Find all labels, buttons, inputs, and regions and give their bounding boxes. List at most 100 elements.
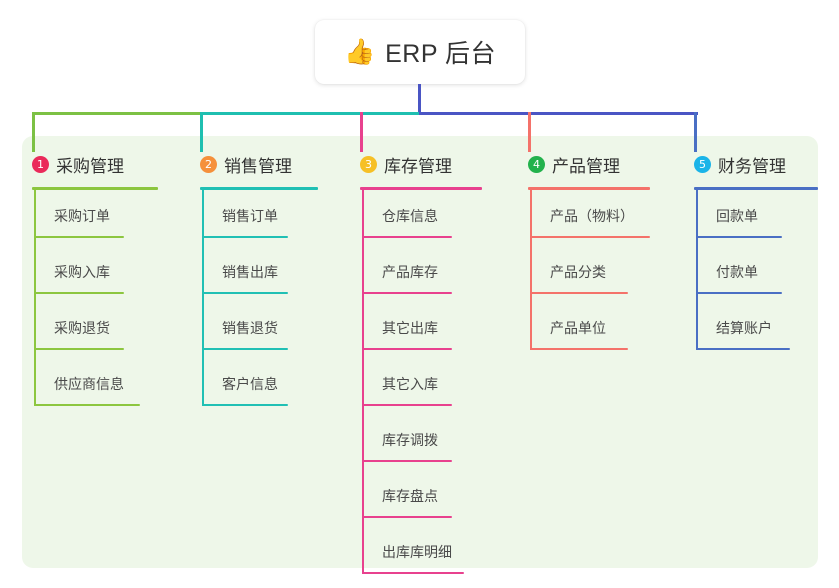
bar-segment-2 (201, 112, 419, 115)
column-spine-line (530, 190, 532, 350)
drop-line-3 (360, 112, 363, 152)
list-item-rule (362, 404, 452, 406)
column-spine-line (34, 190, 36, 406)
list-item-rule (202, 404, 288, 406)
list-item-label: 采购订单 (54, 208, 110, 224)
trunk-line (418, 84, 421, 115)
list-item-label: 销售订单 (222, 208, 278, 224)
column-items: 采购订单采购入库采购退货供应商信息 (22, 190, 192, 414)
list-item-rule (362, 460, 452, 462)
column-title: 库存管理 (384, 156, 452, 176)
list-item-rule (202, 236, 288, 238)
list-item[interactable]: 出库库明细 (350, 526, 520, 582)
column-title: 销售管理 (224, 156, 292, 176)
list-item[interactable]: 采购入库 (22, 246, 192, 302)
list-item-rule (362, 292, 452, 294)
chart-panel (22, 136, 818, 568)
list-item-label: 仓库信息 (382, 208, 438, 224)
list-item-rule (530, 348, 628, 350)
column-items: 回款单付款单结算账户 (684, 190, 818, 358)
list-item[interactable]: 供应商信息 (22, 358, 192, 414)
list-item[interactable]: 库存盘点 (350, 470, 520, 526)
column-title: 财务管理 (718, 156, 786, 176)
number-badge-icon: 4 (528, 155, 545, 173)
list-item-rule (34, 404, 140, 406)
list-item-label: 供应商信息 (54, 376, 124, 392)
column-spine-line (362, 190, 364, 574)
list-item[interactable]: 销售订单 (190, 190, 355, 246)
column-2: 2 销售管理销售订单销售出库销售退货客户信息 (190, 144, 355, 414)
list-item-label: 产品库存 (382, 264, 438, 280)
list-item[interactable]: 产品库存 (350, 246, 520, 302)
list-item-label: 付款单 (716, 264, 758, 280)
list-item-label: 其它入库 (382, 376, 438, 392)
column-items: 销售订单销售出库销售退货客户信息 (190, 190, 355, 414)
list-item-label: 客户信息 (222, 376, 278, 392)
column-header-1[interactable]: 1 采购管理 (22, 144, 192, 190)
column-header-rule (200, 187, 318, 190)
list-item-rule (202, 348, 288, 350)
root-node-card[interactable]: 👍 ERP 后台 (315, 20, 525, 84)
number-badge-icon: 3 (360, 155, 377, 173)
list-item-rule (202, 292, 288, 294)
drop-line-1 (32, 112, 35, 152)
number-badge-icon: 1 (32, 155, 49, 173)
list-item-label: 产品（物料） (550, 208, 634, 224)
bar-segment-1 (33, 112, 201, 115)
column-spine-line (696, 190, 698, 350)
list-item[interactable]: 采购退货 (22, 302, 192, 358)
list-item-rule (34, 236, 124, 238)
list-item[interactable]: 其它入库 (350, 358, 520, 414)
list-item[interactable]: 采购订单 (22, 190, 192, 246)
list-item-label: 产品单位 (550, 320, 606, 336)
list-item-rule (362, 348, 452, 350)
list-item-rule (34, 348, 124, 350)
column-header-3[interactable]: 3 库存管理 (350, 144, 520, 190)
list-item-rule (362, 516, 452, 518)
list-item-label: 销售出库 (222, 264, 278, 280)
list-item[interactable]: 销售出库 (190, 246, 355, 302)
list-item-label: 其它出库 (382, 320, 438, 336)
list-item[interactable]: 产品（物料） (518, 190, 684, 246)
bar-segment-3 (419, 112, 698, 115)
list-item[interactable]: 付款单 (684, 246, 818, 302)
column-header-2[interactable]: 2 销售管理 (190, 144, 355, 190)
column-items: 仓库信息产品库存其它出库其它入库库存调拨库存盘点出库库明细 (350, 190, 520, 582)
column-header-rule (32, 187, 158, 190)
column-items: 产品（物料） 产品分类产品单位 (518, 190, 684, 358)
column-title: 采购管理 (56, 156, 124, 176)
list-item[interactable]: 其它出库 (350, 302, 520, 358)
list-item[interactable]: 结算账户 (684, 302, 818, 358)
number-badge-icon: 2 (200, 155, 217, 173)
column-header-row: 2 销售管理 (190, 144, 355, 184)
column-header-row: 1 采购管理 (22, 144, 192, 184)
list-item[interactable]: 仓库信息 (350, 190, 520, 246)
column-header-rule (528, 187, 650, 190)
list-item-rule (696, 236, 782, 238)
column-header-rule (360, 187, 482, 190)
column-header-5[interactable]: 5 财务管理 (684, 144, 818, 190)
list-item[interactable]: 产品分类 (518, 246, 684, 302)
column-3: 3 库存管理仓库信息产品库存其它出库其它入库库存调拨库存盘点出库库明细 (350, 144, 520, 582)
drop-line-4 (528, 112, 531, 152)
list-item-rule (696, 292, 782, 294)
list-item-label: 产品分类 (550, 264, 606, 280)
list-item[interactable]: 客户信息 (190, 358, 355, 414)
column-1: 1 采购管理采购订单采购入库采购退货供应商信息 (22, 144, 192, 414)
root-node-content: 👍 ERP 后台 (344, 34, 496, 70)
list-item-label: 销售退货 (222, 320, 278, 336)
number-badge-icon: 5 (694, 155, 711, 173)
list-item[interactable]: 销售退货 (190, 302, 355, 358)
list-item-rule (530, 292, 628, 294)
list-item-label: 库存盘点 (382, 488, 438, 504)
column-header-rule (694, 187, 818, 190)
list-item[interactable]: 回款单 (684, 190, 818, 246)
column-header-row: 5 财务管理 (684, 144, 818, 184)
list-item[interactable]: 库存调拨 (350, 414, 520, 470)
column-spine-line (202, 190, 204, 406)
list-item[interactable]: 产品单位 (518, 302, 684, 358)
drop-line-2 (200, 112, 203, 152)
